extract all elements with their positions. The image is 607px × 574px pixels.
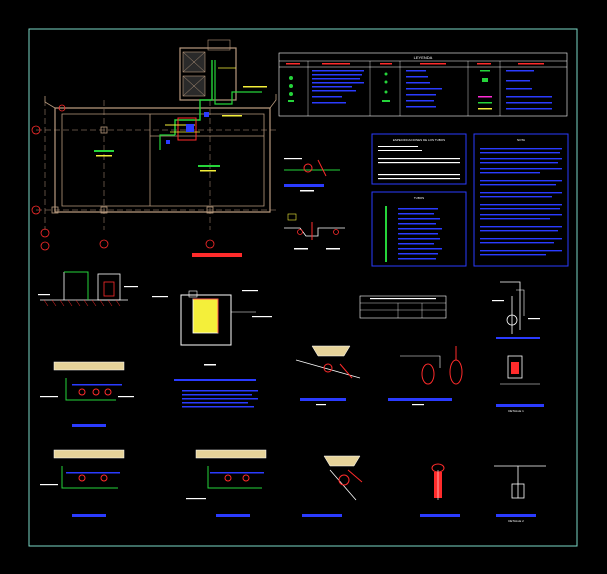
detail-hydrant-standpipe [420, 463, 460, 517]
detail-buried-pipe-3 [186, 449, 267, 517]
notes-panel: NOTA [473, 133, 569, 267]
spec-subtitle: TUBOS [414, 196, 424, 200]
detail-meter-box [38, 271, 138, 307]
detail-tank [152, 290, 272, 408]
legend-title: LEYENDA [414, 55, 433, 60]
notes-title: NOTA [517, 138, 525, 142]
detail-angle-valve-2 [302, 455, 363, 517]
legend-table: LEYENDA [278, 52, 568, 117]
detail-sleeve-small [284, 213, 345, 250]
floor-plan [31, 39, 277, 257]
detail-buried-pipe-2 [40, 449, 125, 517]
detail-valve-small [284, 158, 340, 192]
detail-angle-valve [295, 345, 361, 406]
detail-hydrant-base: DETALLE 2 [494, 465, 546, 523]
label-detalle-2: DETALLE 2 [508, 519, 524, 523]
detail-riser [492, 281, 540, 339]
detail-hydrant-elevation: DETALLE 1 [496, 355, 544, 413]
pipe-specifications-panel: ESPECIFICACIONES DE LOS TUBOS TUBOS [371, 133, 467, 267]
detail-gate-valve [388, 346, 463, 406]
specs-title: ESPECIFICACIONES DE LOS TUBOS [393, 138, 445, 142]
plan-title-bar [192, 253, 242, 257]
sheet-frame [28, 28, 578, 547]
detail-dimension-table [359, 295, 447, 319]
detail-buried-pipe-1 [40, 361, 134, 427]
label-detalle-1: DETALLE 1 [508, 409, 524, 413]
